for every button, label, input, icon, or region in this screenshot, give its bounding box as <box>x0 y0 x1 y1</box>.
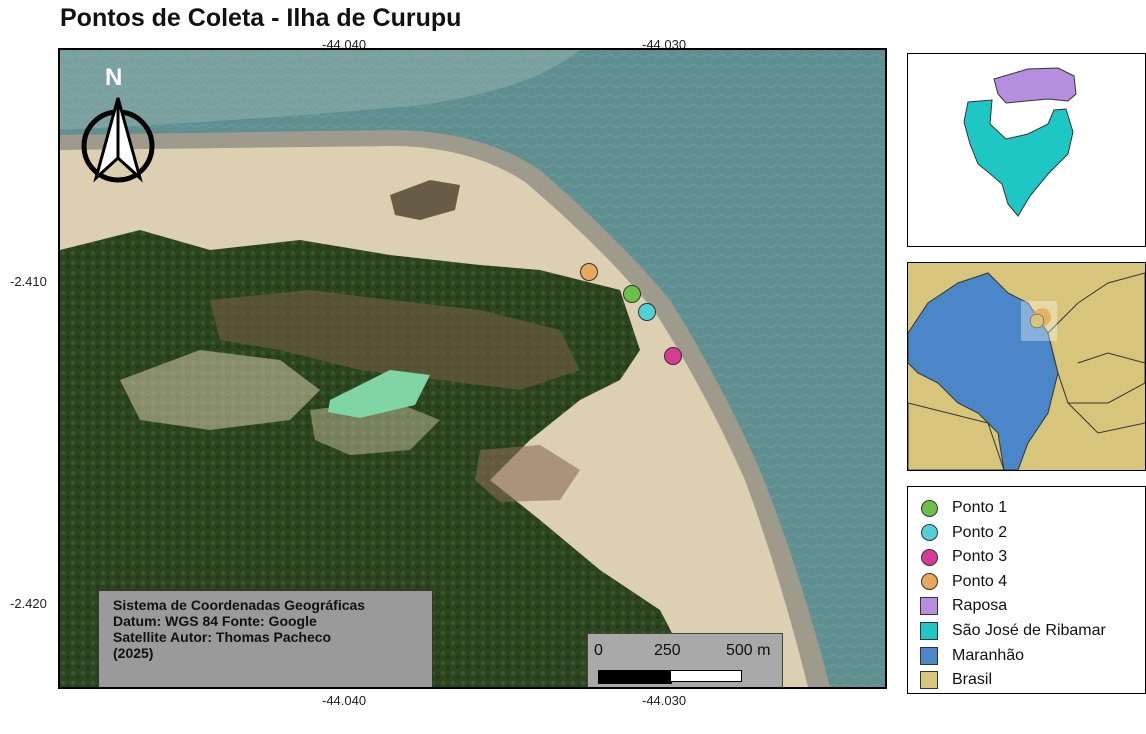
legend-symbol <box>921 548 938 566</box>
inset-region <box>907 262 1146 471</box>
legend-symbol <box>920 671 938 690</box>
legend-label: Ponto 1 <box>952 499 1008 516</box>
scale-bar-white <box>670 670 742 682</box>
legend-item-brasil: Brasil <box>920 668 992 692</box>
inset-municipalities <box>907 53 1146 247</box>
legend-symbol <box>920 597 938 616</box>
info-line-1: Sistema de Coordenadas Geográficas <box>113 597 366 613</box>
legend-symbol <box>921 573 938 591</box>
legend-symbol <box>921 524 938 542</box>
main-map: N Sistema de Coordenadas Geográficas Dat… <box>58 48 887 689</box>
north-label: N <box>105 64 123 91</box>
region-shapes <box>908 263 1145 470</box>
legend-label: Brasil <box>952 671 993 689</box>
left-tick-1: -2.410 <box>10 274 47 289</box>
legend-item-ponto-3: Ponto 3 <box>920 545 1007 569</box>
info-box: Sistema de Coordenadas Geográficas Datum… <box>98 590 433 687</box>
north-arrow-icon <box>81 97 155 183</box>
bottom-tick-2: -44.030 <box>642 693 687 708</box>
legend-item-raposa: Raposa <box>920 594 1007 618</box>
scale-bar-black <box>598 670 672 684</box>
legend-item-ponto-2: Ponto 2 <box>920 521 1007 545</box>
info-line-2: Datum: WGS 84 Fonte: Google <box>113 613 317 629</box>
satellite-imagery <box>60 50 885 687</box>
scale-label-250: 250 <box>654 642 681 659</box>
info-line-4: (2025) <box>113 645 154 661</box>
legend-item-ponto-1: Ponto 1 <box>920 496 1007 520</box>
legend-label: Ponto 3 <box>952 548 1008 566</box>
legend-item-s-o-jos-de-ribamar: São José de Ribamar <box>920 619 1106 643</box>
scale-bar: 0 250 500 m <box>587 633 783 687</box>
legend-label: Ponto 4 <box>952 572 1008 590</box>
legend-symbol <box>920 622 938 640</box>
legend-symbol <box>921 499 938 517</box>
info-line-3: Satellite Autor: Thomas Pacheco <box>113 629 332 645</box>
legend-item-ponto-4: Ponto 4 <box>920 570 1007 594</box>
point-ponto-2[interactable] <box>638 303 656 321</box>
legend-label: Ponto 2 <box>952 523 1008 541</box>
point-ponto-4[interactable] <box>580 263 598 281</box>
point-ponto-1[interactable] <box>623 285 641 303</box>
scale-label-500: 500 m <box>726 642 771 659</box>
map-title: Pontos de Coleta - Ilha de Curupu <box>60 4 462 32</box>
point-ponto-3[interactable] <box>664 347 682 365</box>
legend-label: Raposa <box>952 597 1008 615</box>
municipality-shapes <box>963 67 1077 217</box>
legend-symbol <box>920 646 938 665</box>
bottom-tick-1: -44.040 <box>322 693 367 708</box>
left-tick-2: -2.420 <box>10 596 47 611</box>
legend-label: São José de Ribamar <box>952 622 1106 639</box>
scale-label-0: 0 <box>594 642 603 659</box>
legend-label: Maranhão <box>952 646 1025 664</box>
legend-item-maranh-o: Maranhão <box>920 644 1024 668</box>
